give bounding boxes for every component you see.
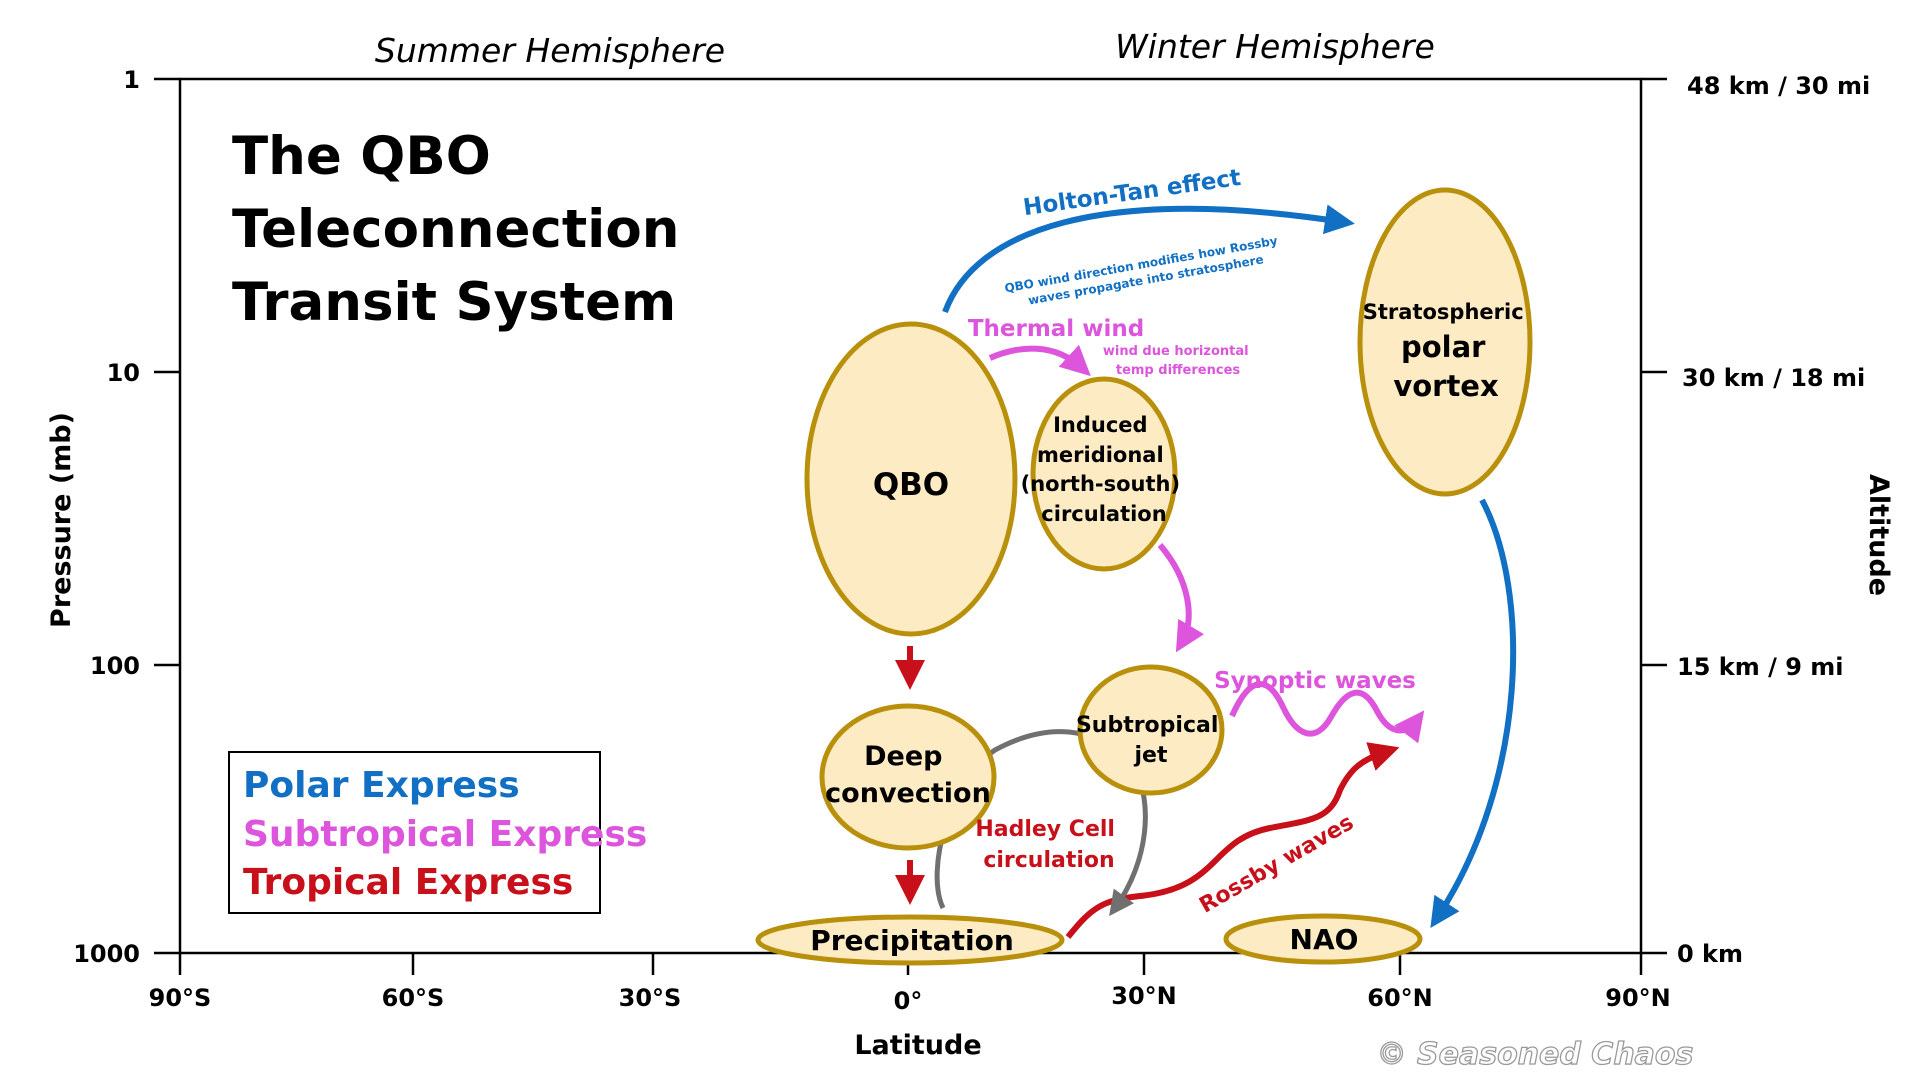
hadley-line-2: circulation xyxy=(983,848,1114,873)
y-tick-1: 1 xyxy=(123,66,140,94)
thermal-wind-note: wind due horizontal temp differences xyxy=(1103,344,1253,378)
induced-line-1: Induced xyxy=(1053,413,1147,437)
x-tick-90n: 90°N xyxy=(1605,984,1670,1012)
x-tick-60n: 60°N xyxy=(1367,984,1432,1012)
holton-tan-note: QBO wind direction modifies how Rossby w… xyxy=(1003,233,1285,311)
thermal-wind-note-line-2: temp differences xyxy=(1116,363,1241,378)
induced-line-4: circulation xyxy=(1041,502,1166,526)
legend-box xyxy=(228,751,601,914)
induced-circulation-node: Induced meridional (north-south) circula… xyxy=(1021,376,1188,572)
hadley-cell-label: Hadley Cell circulation xyxy=(975,817,1122,873)
y-axis-right-title: Altitude xyxy=(1863,474,1894,596)
vortex-line-3: vortex xyxy=(1393,369,1499,403)
left-y-ticks xyxy=(154,77,180,955)
precipitation-label: Precipitation xyxy=(810,924,1014,957)
legend: Polar Express Subtropical Express Tropic… xyxy=(228,751,647,914)
induced-to-jet-arrow xyxy=(1157,543,1205,653)
holton-tan-arrow xyxy=(942,204,1355,314)
qbo-label: QBO xyxy=(873,467,949,503)
title-line-3: Transit System xyxy=(232,272,676,333)
thermal-wind-note-line-1: wind due horizontal xyxy=(1103,344,1249,359)
watermark: © Seasoned Chaos xyxy=(1377,1037,1694,1072)
legend-tropical-express: Tropical Express xyxy=(243,862,573,903)
title-line-1: The QBO xyxy=(232,126,491,187)
thermal-wind-arrow xyxy=(988,344,1091,377)
hadley-line-1: Hadley Cell xyxy=(975,817,1115,842)
legend-subtropical-express: Subtropical Express xyxy=(243,814,647,855)
diagram-title: The QBO Teleconnection Transit System xyxy=(232,126,698,333)
induced-line-3: (north-south) xyxy=(1021,472,1181,496)
y-axis-left-title: Pressure (mb) xyxy=(46,412,77,628)
x-tick-0: 0° xyxy=(894,987,923,1015)
y-tick-1000: 1000 xyxy=(73,940,140,968)
synoptic-waves-arrow xyxy=(1229,681,1425,744)
vortex-line-1: Stratospheric xyxy=(1363,300,1524,324)
qbo-node: QBO xyxy=(804,321,1018,637)
nao-label: NAO xyxy=(1290,923,1359,956)
x-tick-60s: 60°S xyxy=(382,984,445,1012)
x-tick-90s: 90°S xyxy=(149,984,212,1012)
svg-text:Subtropical jet: Subtropical jet xyxy=(1076,713,1226,768)
title-line-2: Teleconnection xyxy=(232,199,679,260)
summer-hemisphere-label: Summer Hemisphere xyxy=(375,31,725,70)
vortex-line-2: polar xyxy=(1401,330,1486,364)
right-y-ticks xyxy=(1641,77,1667,955)
thermal-wind-label: Thermal wind xyxy=(968,316,1144,342)
alt-tick-30km: 30 km / 18 mi xyxy=(1682,364,1865,392)
y-tick-10: 10 xyxy=(107,359,140,387)
winter-hemisphere-label: Winter Hemisphere xyxy=(1115,27,1435,66)
deep-convection-node: Deep convection xyxy=(819,703,997,851)
vortex-to-nao-arrow xyxy=(1430,498,1517,929)
subtropical-jet-node: Subtropical jet xyxy=(1076,664,1226,796)
x-tick-30n: 30°N xyxy=(1111,982,1176,1010)
induced-line-2: meridional xyxy=(1037,443,1164,467)
jet-line-2: jet xyxy=(1134,743,1168,768)
convection-line-2: convection xyxy=(825,778,991,809)
convection-line-1: Deep xyxy=(864,741,942,772)
alt-tick-48km: 48 km / 30 mi xyxy=(1687,72,1870,100)
svg-text:Deep convection: Deep convection xyxy=(825,741,991,809)
jet-line-1: Subtropical xyxy=(1076,713,1218,738)
nao-node: NAO xyxy=(1223,913,1423,965)
polar-vortex-node: Stratospheric polar vortex xyxy=(1357,187,1533,497)
y-tick-100: 100 xyxy=(90,652,140,680)
alt-tick-15km: 15 km / 9 mi xyxy=(1677,653,1844,681)
synoptic-waves-label: Synoptic waves xyxy=(1214,668,1416,694)
x-tick-30s: 30°S xyxy=(619,984,682,1012)
legend-polar-express: Polar Express xyxy=(243,765,520,806)
svg-text:Stratospheric polar: Stratospheric polar vortex xyxy=(1363,300,1529,403)
svg-text:Induced meridional: Induced meridional (north-south) circula… xyxy=(1021,413,1188,526)
alt-tick-0km: 0 km xyxy=(1677,940,1743,968)
x-axis-title: Latitude xyxy=(854,1030,981,1061)
precipitation-node: Precipitation xyxy=(755,914,1065,966)
